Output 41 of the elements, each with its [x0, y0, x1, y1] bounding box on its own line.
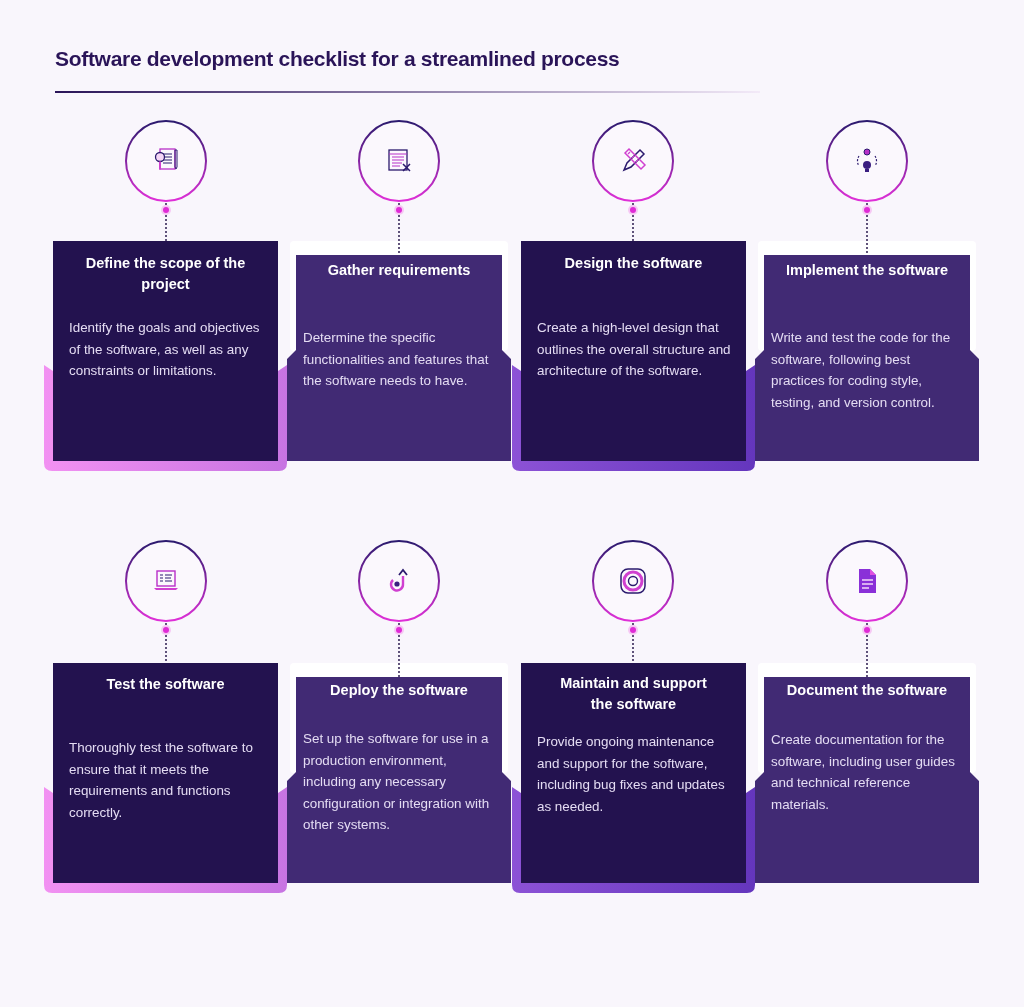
step-heading: Deploy the software: [329, 681, 469, 700]
icon-circle: [357, 119, 441, 203]
icon-circle: [357, 539, 441, 623]
step-heading: Design the software: [563, 254, 704, 273]
step-description: Identify the goals and objectives of the software, as well as any constraints or limitations.: [69, 319, 261, 380]
dotted-connector: [165, 202, 167, 242]
dotted-connector: [866, 622, 868, 678]
icon-circle: [124, 539, 208, 623]
icon-circle: [825, 539, 909, 623]
step-card: [53, 663, 278, 883]
icon-circle: [591, 119, 675, 203]
dotted-connector: [398, 202, 400, 256]
step-card: [755, 677, 979, 883]
step-description: Set up the software for use in a production environment, including any necessary configuration or integration with other systems.: [303, 730, 491, 834]
step-card: [521, 663, 746, 883]
step-heading: Gather requirements: [326, 261, 472, 280]
step-heading: Document the software: [785, 681, 949, 700]
step-heading: Maintain and support the software: [559, 674, 708, 714]
step-description: Determine the specific functionalities and features that the software needs to have.: [303, 329, 490, 390]
dotted-connector: [632, 622, 634, 664]
step-description: Provide ongoing maintenance and support for the software, including bug fixes and updates as needed.: [537, 733, 726, 816]
step-heading: Implement the software: [785, 261, 949, 280]
icon-circle: [591, 539, 675, 623]
step-card: [521, 241, 746, 461]
step-description: Thoroughly test the software to ensure that it meets the requirements and functions correctly.: [69, 739, 254, 822]
dotted-connector: [632, 202, 634, 242]
step-card: [287, 677, 511, 883]
step-heading: Define the scope of the project: [84, 254, 247, 294]
step-card: [287, 255, 511, 461]
step-card: [53, 241, 278, 461]
title: Software development checklist for a streamlined process: [55, 47, 620, 71]
step-description: Write and test the code for the software, following best practices for coding style, testing, and version control.: [771, 329, 952, 412]
step-description: Create a high-level design that outlines the overall structure and architecture of the software.: [537, 319, 732, 380]
dotted-connector: [398, 622, 400, 678]
step-heading: Test the software: [105, 675, 226, 694]
step-card: [755, 255, 979, 461]
dotted-connector: [866, 202, 868, 256]
icon-circle: [825, 119, 909, 203]
step-description: Create documentation for the software, including user guides and technical reference materials.: [771, 731, 956, 814]
icon-circle: [124, 119, 208, 203]
dotted-connector: [165, 622, 167, 664]
